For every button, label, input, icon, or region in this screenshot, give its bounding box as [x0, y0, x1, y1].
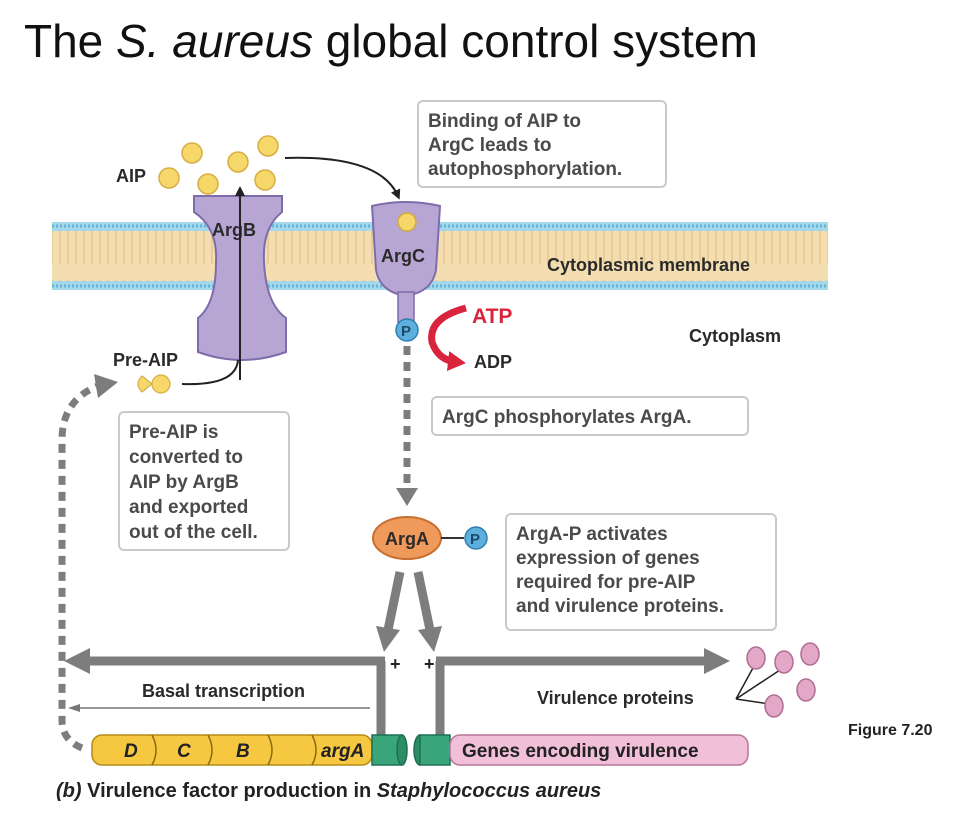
gene-b-label: B [236, 741, 250, 762]
gene-d-label: D [124, 741, 138, 762]
preaip-line-2: converted to [129, 447, 243, 468]
virulence-genes [413, 734, 749, 766]
plus-left: + [390, 654, 401, 674]
activates-line-2: expression of genes [516, 548, 700, 569]
pre-aip-molecule [137, 374, 171, 394]
basal-label: Basal transcription [142, 681, 305, 701]
preaip-line-1: Pre-AIP is [129, 422, 218, 443]
atp-label: ATP [472, 305, 512, 328]
gene-operon [91, 734, 408, 766]
pre-aip-label: Pre-AIP [113, 350, 178, 370]
arga-label: ArgA [385, 529, 429, 549]
caption-main: Virulence factor production in [81, 780, 377, 802]
left-transcription-arrow [64, 648, 386, 740]
preaip-line-5: out of the cell. [129, 522, 258, 543]
figure-label: Figure 7.20 [848, 722, 933, 739]
gene-arga-label: argA [321, 741, 364, 762]
activates-line-3: required for pre-AIP [516, 572, 696, 593]
phosphate-arga-label: P [470, 531, 480, 548]
virulence-protein-pointers [735, 665, 781, 705]
virulence-proteins [746, 642, 820, 718]
gene-c-label: C [177, 741, 191, 762]
phosphorylates-box: ArgC phosphorylates ArgA. [431, 396, 749, 436]
adp-label: ADP [474, 352, 512, 372]
binding-line-2: ArgC leads to [428, 135, 552, 156]
title-suffix: global control system [312, 15, 758, 67]
slide-title: The S. aureus global control system [24, 14, 758, 68]
activation-arrows [376, 571, 442, 652]
phosphate-argc-label: P [401, 323, 411, 340]
activates-box: ArgA-P activates expression of genes req… [505, 513, 777, 631]
atp-arrow [428, 304, 467, 372]
genes-virulence-label: Genes encoding virulence [462, 741, 699, 762]
argc-label: ArgC [381, 246, 425, 266]
binding-line-1: Binding of AIP to [428, 111, 581, 132]
aip-molecules [158, 135, 279, 195]
title-prefix: The [24, 15, 117, 67]
activates-line-4: and virulence proteins. [516, 596, 724, 617]
phosphate-arga [464, 526, 488, 550]
figure-caption: (b) Virulence factor production in Staph… [56, 780, 601, 803]
membrane-label: Cytoplasmic membrane [547, 255, 750, 275]
binding-box: Binding of AIP to ArgC leads to autophos… [417, 100, 667, 188]
preaip-line-3: AIP by ArgB [129, 472, 239, 493]
preaip-line-4: and exported [129, 497, 248, 518]
aip-label: AIP [116, 166, 146, 186]
title-italic: S. aureus [116, 15, 313, 67]
preaip-box: Pre-AIP is converted to AIP by ArgB and … [118, 411, 290, 551]
virulence-proteins-label: Virulence proteins [537, 688, 694, 708]
right-transcription-arrow [435, 648, 730, 740]
plus-right: + [424, 654, 435, 674]
feedback-dashed-arrow [58, 382, 100, 752]
activates-line-1: ArgA-P activates [516, 524, 668, 545]
phosphorylates-text: ArgC phosphorylates ArgA. [442, 407, 692, 428]
cytoplasmic-membrane [52, 222, 828, 290]
bound-aip [397, 212, 417, 232]
caption-italic: Staphylococcus aureus [376, 780, 602, 802]
phosphate-argc [395, 318, 419, 342]
binding-line-3: autophosphorylation. [428, 159, 622, 180]
cytoplasm-label: Cytoplasm [689, 326, 781, 346]
caption-prefix: (b) [56, 780, 82, 802]
argc-receptor [370, 201, 442, 323]
argb-label: ArgB [212, 220, 256, 240]
